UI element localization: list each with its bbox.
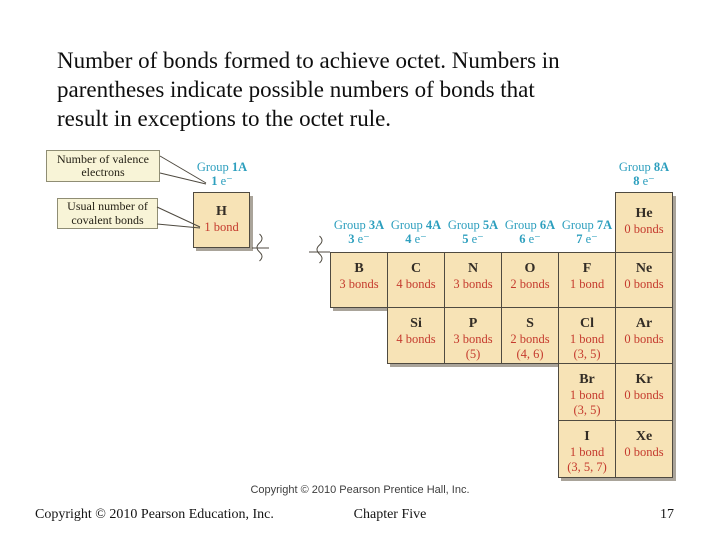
bond-count: 2 bonds [510, 332, 550, 346]
bond-count: 1 bond [204, 220, 239, 234]
bond-exceptions: (3, 5, 7) [567, 460, 607, 474]
bond-count: 3 bonds [339, 277, 379, 291]
table-shadow [673, 196, 676, 480]
footer-page-number: 17 [660, 507, 674, 522]
element-symbol: F [582, 261, 592, 276]
group-8a-label: Group 8A 8 e⁻ [618, 160, 670, 188]
callout-label: Usual number of covalent bonds [67, 199, 148, 227]
element-symbol: Kr [635, 372, 653, 387]
group-6a-label: Group 6A 6 e⁻ [504, 218, 556, 246]
bond-exceptions: (4, 6) [516, 347, 544, 361]
element-symbol: Cl [580, 316, 594, 331]
group-4a-label: Group 4A 4 e⁻ [390, 218, 442, 246]
title-line: parentheses indicate possible numbers of… [57, 77, 535, 102]
figure-copyright-caption: Copyright © 2010 Pearson Prentice Hall, … [250, 484, 470, 496]
bond-count: 0 bonds [624, 222, 664, 236]
bond-count: 4 bonds [396, 332, 436, 346]
slide-footer: Copyright © 2010 Pearson Education, Inc.… [0, 507, 720, 527]
bond-count: 0 bonds [624, 332, 664, 346]
table-shadow [561, 478, 676, 481]
table-shadow [390, 364, 561, 367]
cell-s: S 2 bonds (4, 6) [501, 307, 559, 364]
bond-count: 1 bond [569, 388, 605, 402]
h-cell-shadow [196, 248, 253, 251]
callout-label: Number of valence electrons [57, 151, 149, 179]
bond-count: 0 bonds [624, 277, 664, 291]
bond-count: 2 bonds [510, 277, 550, 291]
bond-count: 0 bonds [624, 445, 664, 459]
cell-si: Si 4 bonds [387, 307, 445, 364]
bond-count: 1 bond [569, 277, 605, 291]
element-symbol: P [468, 316, 478, 331]
title-line: Number of bonds formed to achieve octet.… [57, 48, 560, 73]
bond-count: 0 bonds [624, 388, 664, 402]
bond-count: 1 bond [569, 445, 605, 459]
cell-ne: Ne 0 bonds [615, 252, 673, 308]
cell-br: Br 1 bond (3, 5) [558, 363, 616, 421]
cell-f: F 1 bond [558, 252, 616, 308]
h-cell-shadow [250, 196, 253, 251]
element-symbol: S [526, 316, 534, 331]
table-shadow [333, 308, 390, 311]
cell-he: He 0 bonds [615, 192, 673, 253]
valence-electrons-callout: Number of valence electrons [46, 150, 160, 182]
group-5a-label: Group 5A 5 e⁻ [447, 218, 499, 246]
group-3a-label: Group 3A 3 e⁻ [333, 218, 385, 246]
element-symbol: Xe [635, 429, 653, 444]
bond-count: 4 bonds [396, 277, 436, 291]
covalent-bonds-callout: Usual number of covalent bonds [57, 198, 158, 229]
element-symbol: Ar [635, 316, 653, 331]
group-7a-label: Group 7A 7 e⁻ [561, 218, 613, 246]
slide-title: Number of bonds formed to achieve octet.… [57, 46, 667, 133]
cell-o: O 2 bonds [501, 252, 559, 308]
table-break-squiggle [256, 233, 263, 262]
bond-exceptions: (3, 5) [573, 403, 601, 417]
cell-kr: Kr 0 bonds [615, 363, 673, 421]
element-symbol: N [467, 261, 479, 276]
cell-n: N 3 bonds [444, 252, 502, 308]
cell-ar: Ar 0 bonds [615, 307, 673, 364]
cell-b: B 3 bonds [330, 252, 388, 308]
element-symbol: C [410, 261, 422, 276]
element-symbol: I [584, 429, 590, 444]
cell-cl: Cl 1 bond (3, 5) [558, 307, 616, 364]
cell-h: H 1 bond [193, 192, 250, 248]
element-symbol: He [635, 206, 653, 221]
bond-exceptions: (5) [465, 347, 481, 361]
footer-chapter: Chapter Five [353, 507, 427, 522]
cell-p: P 3 bonds (5) [444, 307, 502, 364]
element-symbol: O [524, 261, 536, 276]
cell-xe: Xe 0 bonds [615, 420, 673, 478]
element-symbol: B [354, 261, 364, 276]
bond-count: 3 bonds [453, 332, 493, 346]
element-symbol: Ne [635, 261, 653, 276]
title-line: result in exceptions to the octet rule. [57, 106, 392, 131]
footer-copyright: Copyright © 2010 Pearson Education, Inc. [35, 507, 274, 522]
bond-exceptions: (3, 5) [573, 347, 601, 361]
cell-i: I 1 bond (3, 5, 7) [558, 420, 616, 478]
element-symbol: Br [579, 372, 595, 387]
cell-c: C 4 bonds [387, 252, 445, 308]
bond-count: 3 bonds [453, 277, 493, 291]
table-break-squiggle [316, 235, 323, 264]
element-symbol: Si [410, 316, 422, 331]
group-1a-label: Group 1A 1 e⁻ [196, 160, 248, 188]
element-symbol: H [216, 204, 227, 219]
bond-count: 1 bond [569, 332, 605, 346]
